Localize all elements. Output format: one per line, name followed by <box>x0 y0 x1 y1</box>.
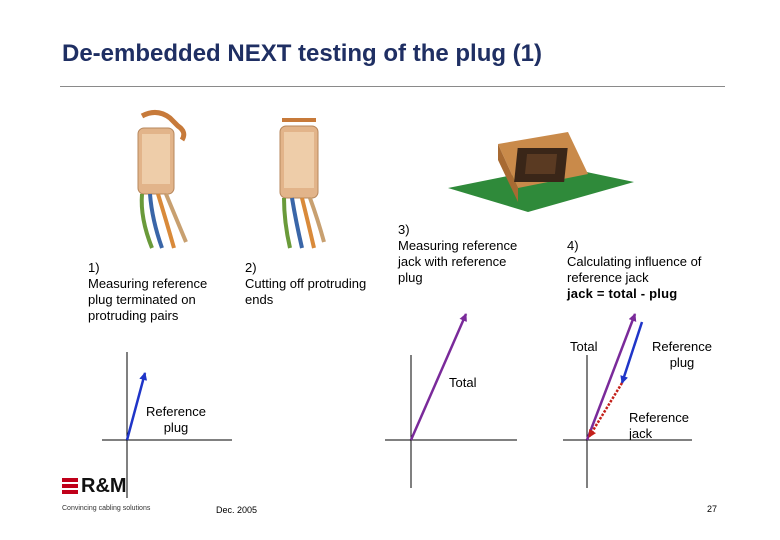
reference-plug-vector-4 <box>622 322 642 383</box>
total-label-4: Total <box>570 339 597 355</box>
reference-plug-label-4: Reference plug <box>652 339 712 371</box>
reference-plug-vector-1 <box>127 373 145 440</box>
footer-date: Dec. 2005 <box>216 505 257 515</box>
reference-jack-label-4: Reference jack <box>629 410 689 442</box>
reference-plug-label-1: Reference plug <box>146 404 206 436</box>
rm-logo-text: R&M <box>81 475 127 498</box>
page-number: 27 <box>707 504 717 514</box>
rm-logo-tagline: Convincing cabling solutions <box>62 505 172 512</box>
total-vector-4 <box>587 314 635 440</box>
total-label-3: Total <box>449 375 476 391</box>
